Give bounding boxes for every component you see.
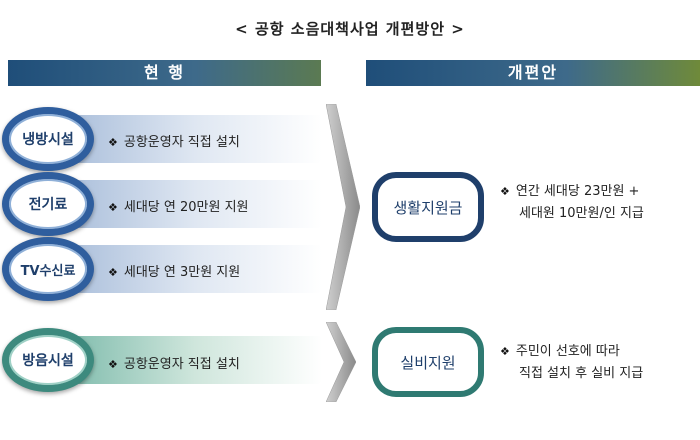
bullet-icon: ❖: [108, 136, 118, 149]
current-desc-soundproof: ❖공항운영자 직접 설치: [108, 357, 240, 372]
current-desc-electricity: ❖세대당 연 20만원 지원: [108, 200, 249, 215]
bullet-icon: ❖: [108, 201, 118, 214]
reform-header: 개편안: [366, 60, 700, 86]
current-label-electricity: 전기료: [2, 172, 94, 236]
reform-desc-actual-cost: ❖주민이 선호에 따라 직접 설치 후 실비 지급: [500, 344, 644, 381]
current-desc-cooling: ❖공항운영자 직접 설치: [108, 135, 240, 150]
reform-desc-living-support: ❖연간 세대당 23만원 + 세대원 10만원/인 지급: [500, 184, 644, 221]
diagram-title: < 공항 소음대책사업 개편방안 >: [235, 20, 465, 38]
bullet-icon: ❖: [108, 358, 118, 371]
chevron-arrow-icon: [326, 322, 356, 402]
bullet-icon: ❖: [108, 266, 118, 279]
reform-label-actual-cost: 실비지원: [372, 327, 484, 397]
reform-label-living-support: 생활지원금: [372, 172, 484, 242]
current-header: 현 행: [8, 60, 321, 86]
current-label-tv: TV수신료: [2, 237, 94, 301]
chevron-arrow-icon: [326, 104, 360, 310]
current-label-cooling: 냉방시설: [2, 107, 94, 171]
current-label-soundproof: 방음시설: [2, 328, 94, 392]
current-desc-tv: ❖세대당 연 3만원 지원: [108, 265, 241, 280]
bullet-icon: ❖: [500, 345, 510, 358]
bullet-icon: ❖: [500, 185, 510, 198]
